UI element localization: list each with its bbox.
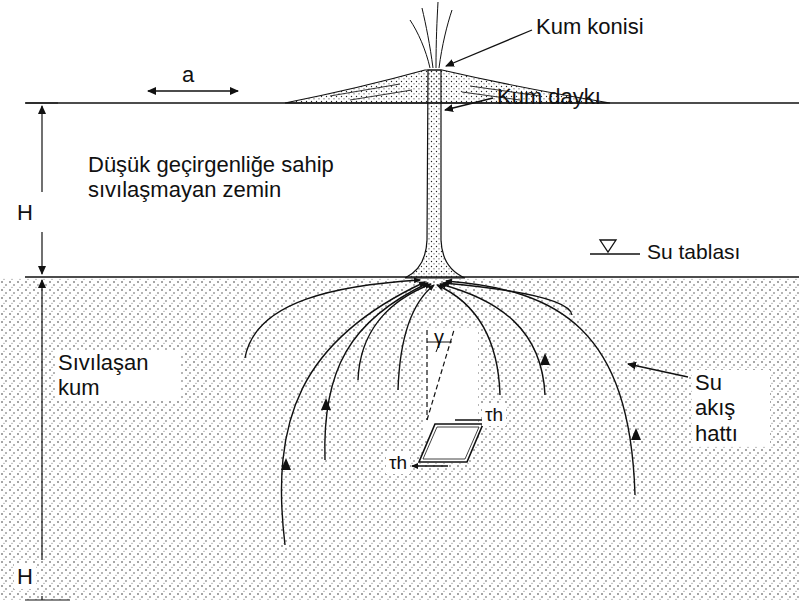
sand-dyke: [405, 70, 465, 278]
dimension-label: a: [182, 62, 194, 87]
callout-label: Su akış hattı: [692, 370, 770, 446]
dimension-arrow: [148, 90, 238, 92]
soil-label: Düşük geçirgenliğe sahip sıvılaşmayan ze…: [88, 152, 368, 203]
leader-line: [628, 364, 688, 377]
leader-line: [445, 98, 493, 110]
callout-label: Kum daykı: [497, 84, 601, 109]
stress-label: τh: [482, 404, 506, 426]
water-table-symbol: [600, 240, 616, 252]
dimension-arrow: [41, 280, 42, 560]
stress-label: τh: [386, 452, 410, 474]
sand-layer: [0, 278, 799, 600]
dimension-label: H: [14, 564, 36, 589]
callout-label: Kum konisi: [536, 14, 644, 39]
leader-line: [446, 30, 532, 66]
water-spout: [410, 2, 452, 68]
dimension-label: H: [14, 200, 36, 225]
region-label: Sıvılaşan kum: [55, 350, 181, 401]
flow-lines: [245, 280, 635, 545]
callout-label: Su tablası: [647, 240, 740, 264]
angle-label: γ: [434, 326, 444, 349]
shear-element: [412, 328, 490, 466]
